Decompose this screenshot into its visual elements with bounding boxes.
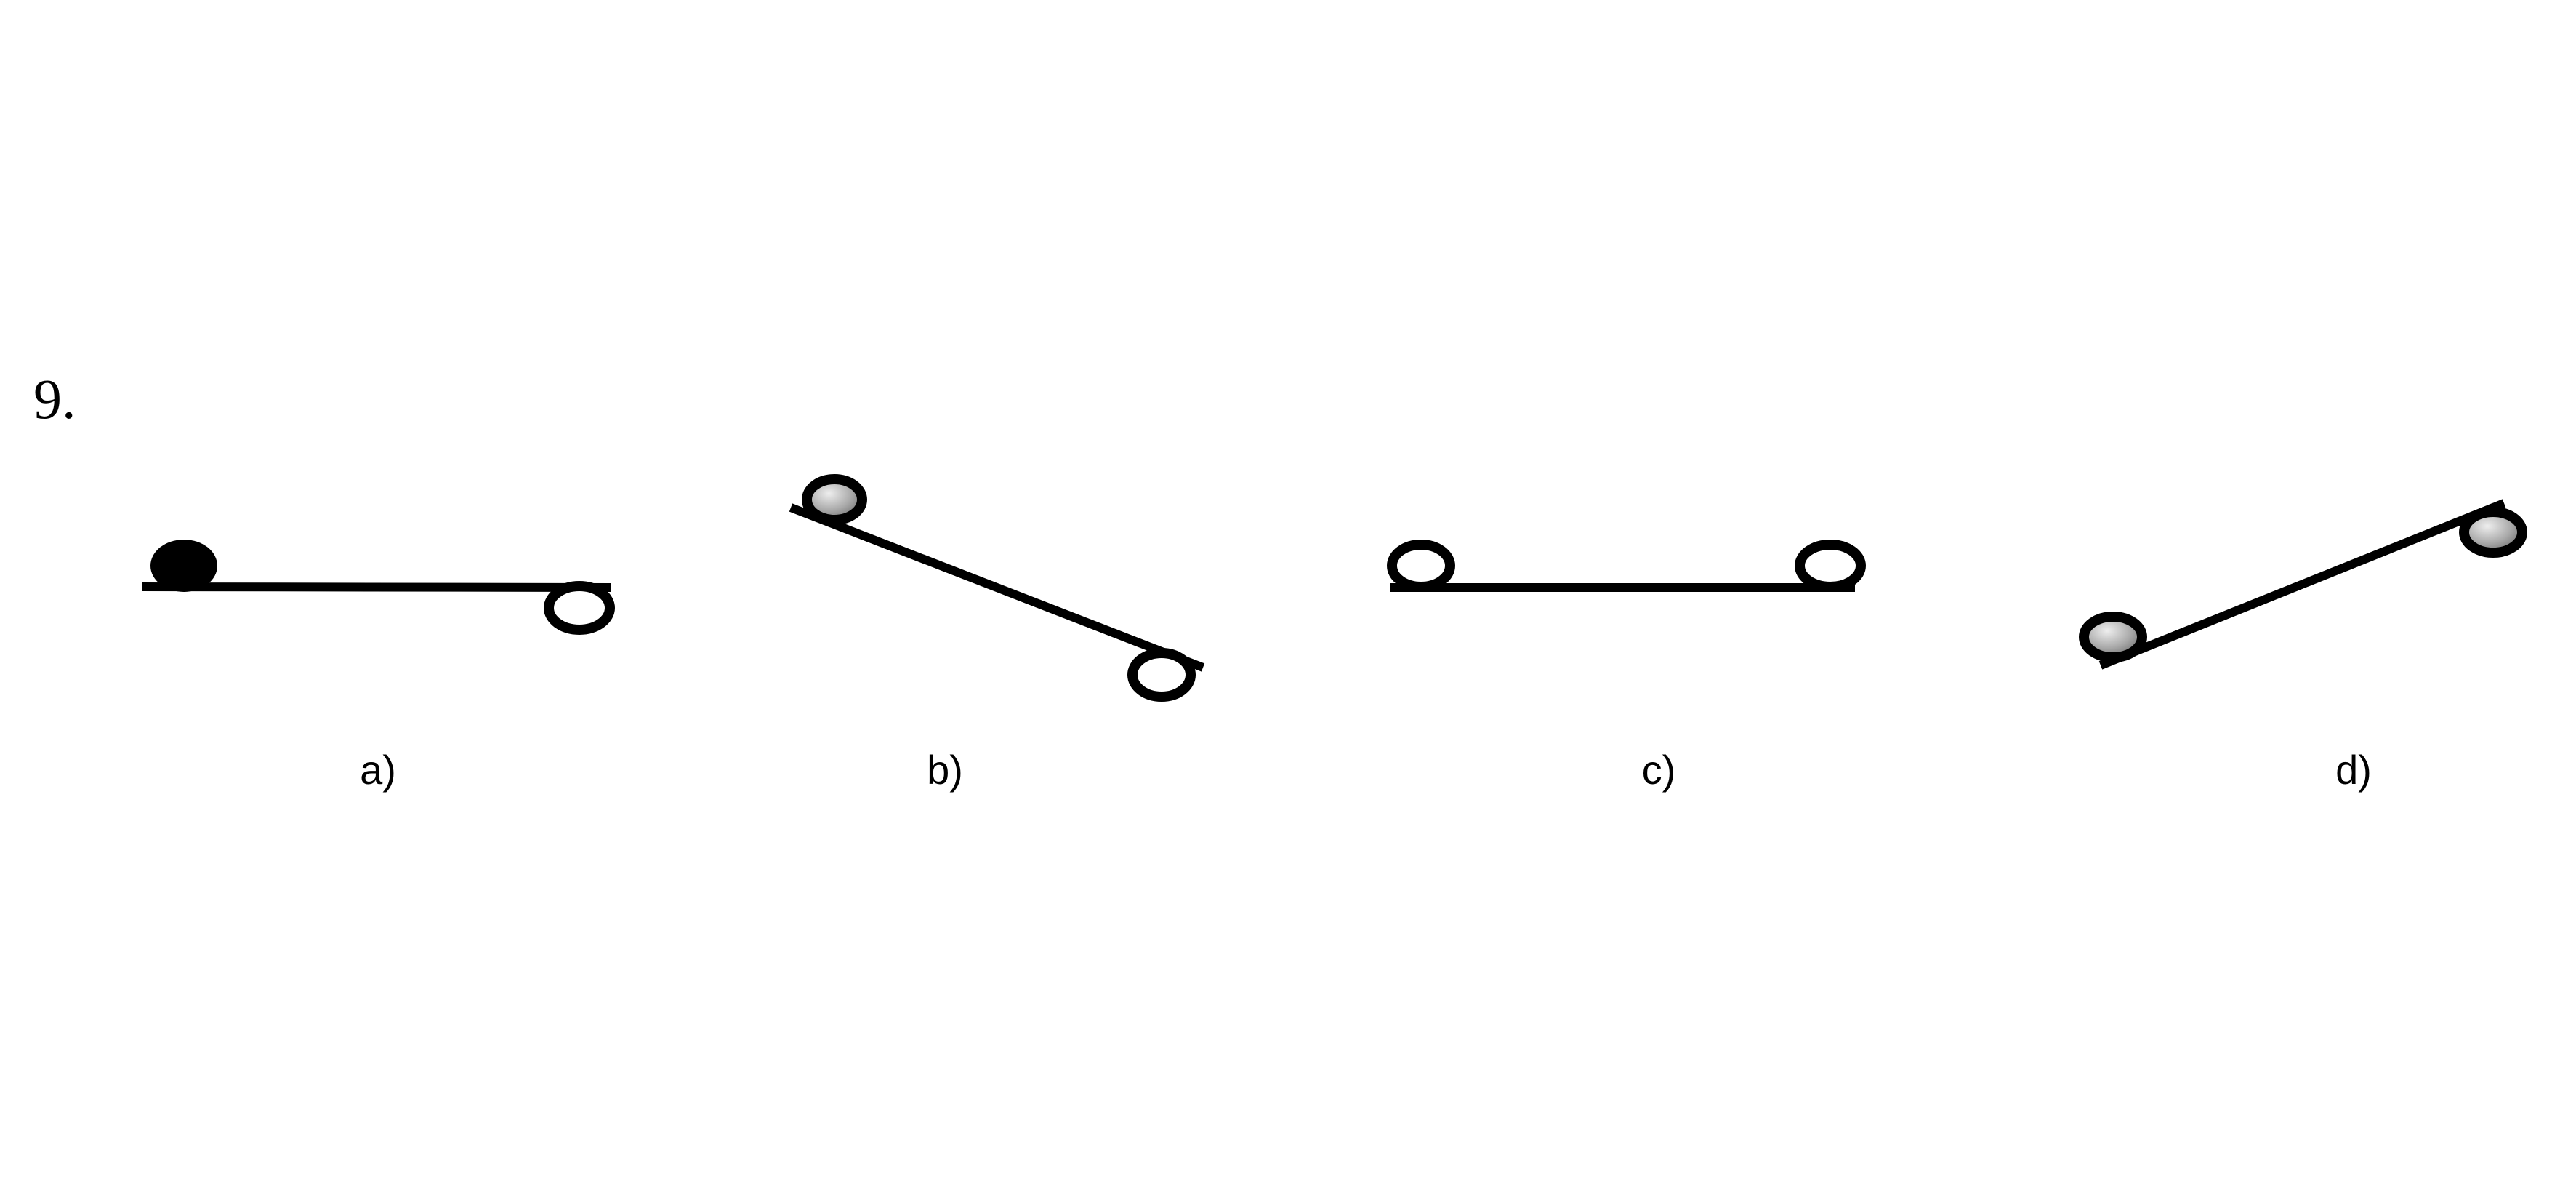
option-d-right-shaded-circle bbox=[2459, 507, 2527, 558]
option-d-label: d) bbox=[2335, 747, 2372, 793]
option-c-figure bbox=[1387, 540, 1866, 592]
option-b-left-shaded-circle bbox=[802, 474, 867, 525]
option-c-left-open-circle bbox=[1387, 540, 1455, 592]
option-a-label: a) bbox=[360, 747, 396, 793]
option-b-label: b) bbox=[927, 747, 963, 793]
problem-number: 9. bbox=[33, 367, 76, 430]
option-d-figure bbox=[2079, 499, 2527, 670]
option-d-left-shaded-circle bbox=[2079, 612, 2147, 662]
option-b-rod bbox=[789, 503, 1205, 672]
option-c-right-open-circle bbox=[1795, 540, 1866, 592]
option-c-label: c) bbox=[1642, 747, 1676, 793]
option-a-figure bbox=[141, 540, 615, 635]
option-a-right-open-circle bbox=[544, 581, 615, 635]
option-b-figure bbox=[789, 474, 1205, 702]
option-a-rod bbox=[141, 582, 611, 592]
option-a-left-filled-circle bbox=[150, 540, 217, 592]
option-b-right-open-circle bbox=[1127, 648, 1196, 702]
option-d-rod bbox=[2098, 499, 2506, 670]
